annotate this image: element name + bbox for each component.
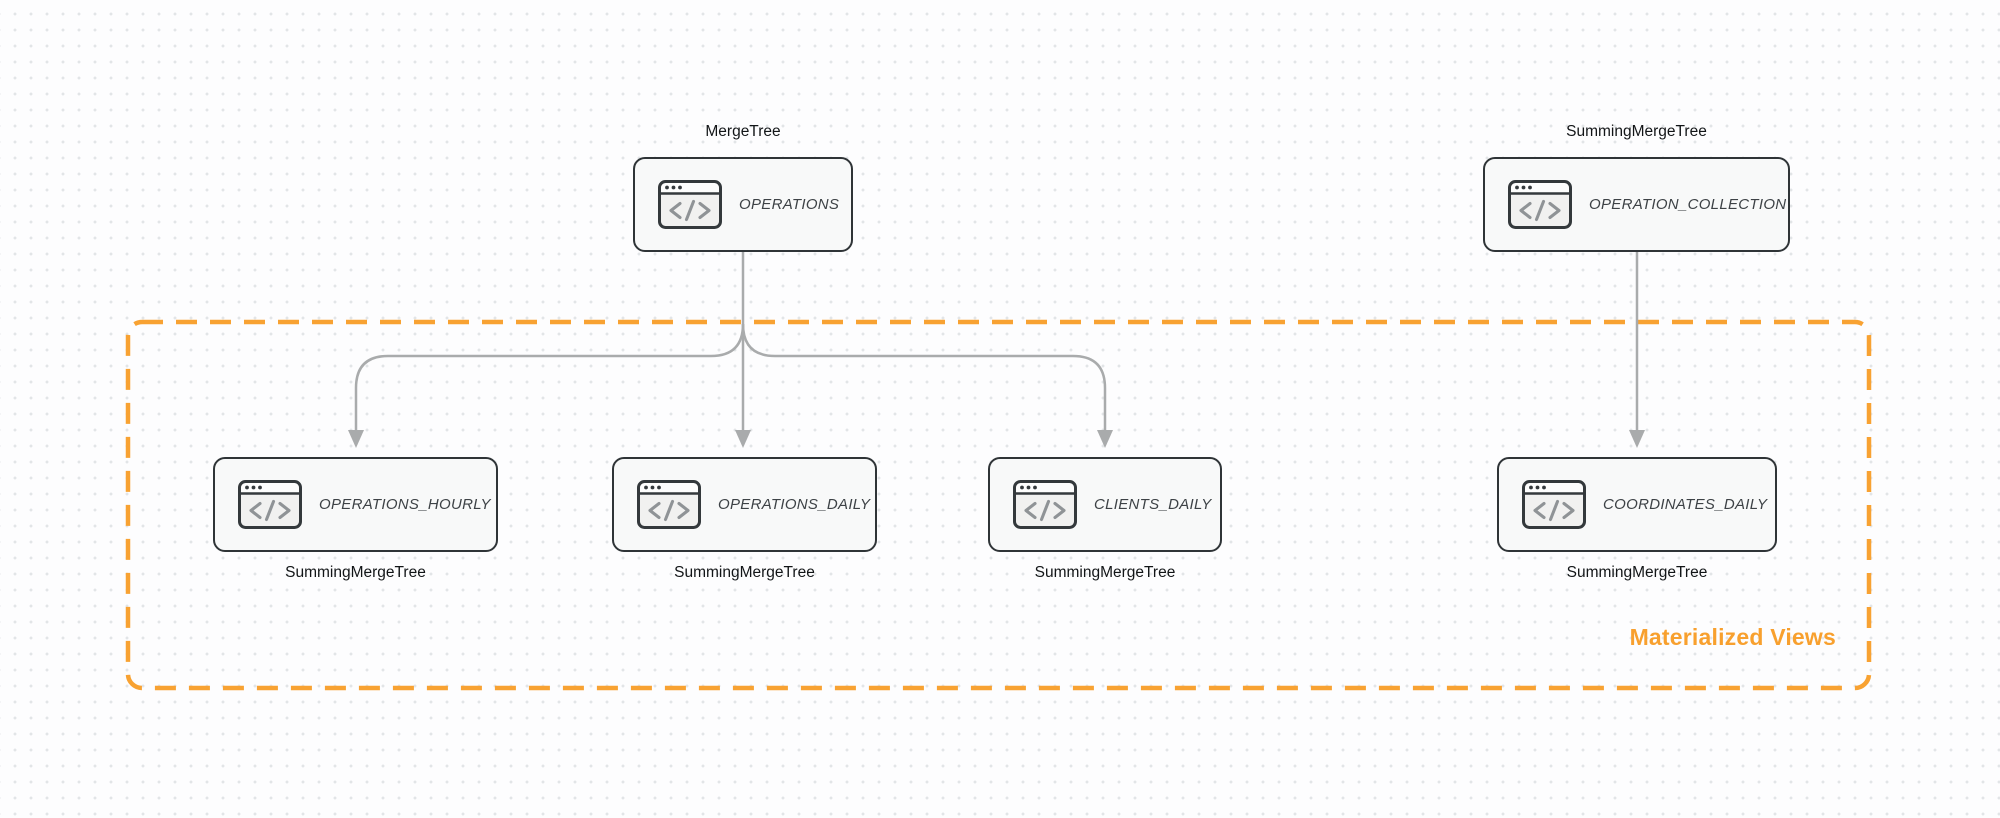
table-name-operations-hourly: OPERATIONS_HOURLY — [319, 496, 491, 513]
engine-label-operations-daily: SummingMergeTree — [674, 564, 815, 581]
node-operations-daily[interactable]: OPERATIONS_DAILY — [612, 457, 877, 552]
table-name-operations-daily: OPERATIONS_DAILY — [718, 496, 871, 513]
engine-label-operations: MergeTree — [705, 123, 781, 140]
table-name-operation-collection: OPERATION_COLLECTION — [1589, 196, 1787, 213]
code-window-icon — [1508, 180, 1572, 229]
node-clients-daily[interactable]: CLIENTS_DAILY — [988, 457, 1222, 552]
edge-operations-to-clients-daily — [741, 323, 1107, 431]
materialized-views-group-border — [125, 319, 1872, 691]
node-operation-collection[interactable]: OPERATION_COLLECTION — [1483, 157, 1790, 252]
table-name-clients-daily: CLIENTS_DAILY — [1094, 496, 1212, 513]
code-window-icon — [637, 480, 701, 529]
table-name-operations: OPERATIONS — [739, 196, 840, 213]
engine-label-operation-collection: SummingMergeTree — [1566, 123, 1707, 140]
node-operations-hourly[interactable]: OPERATIONS_HOURLY — [213, 457, 498, 552]
arrowhead-coordinates-daily — [1629, 430, 1645, 448]
node-coordinates-daily[interactable]: COORDINATES_DAILY — [1497, 457, 1777, 552]
arrowhead-operations-hourly — [348, 430, 364, 448]
code-window-icon — [238, 480, 302, 529]
code-window-icon — [1522, 480, 1586, 529]
engine-label-clients-daily: SummingMergeTree — [1034, 564, 1176, 581]
code-window-icon — [1013, 480, 1077, 529]
code-window-icon — [658, 180, 722, 229]
engine-label-coordinates-daily: SummingMergeTree — [1566, 564, 1708, 581]
arrowhead-operations-daily — [735, 430, 751, 448]
arrowhead-clients-daily — [1097, 430, 1113, 448]
engine-label-operations-hourly: SummingMergeTree — [285, 564, 426, 581]
materialized-views-group-label: Materialized Views — [1629, 624, 1836, 650]
edge-operations-to-operations-hourly — [354, 323, 745, 431]
table-name-coordinates-daily: COORDINATES_DAILY — [1603, 496, 1768, 513]
node-operations[interactable]: OPERATIONS — [633, 157, 853, 252]
